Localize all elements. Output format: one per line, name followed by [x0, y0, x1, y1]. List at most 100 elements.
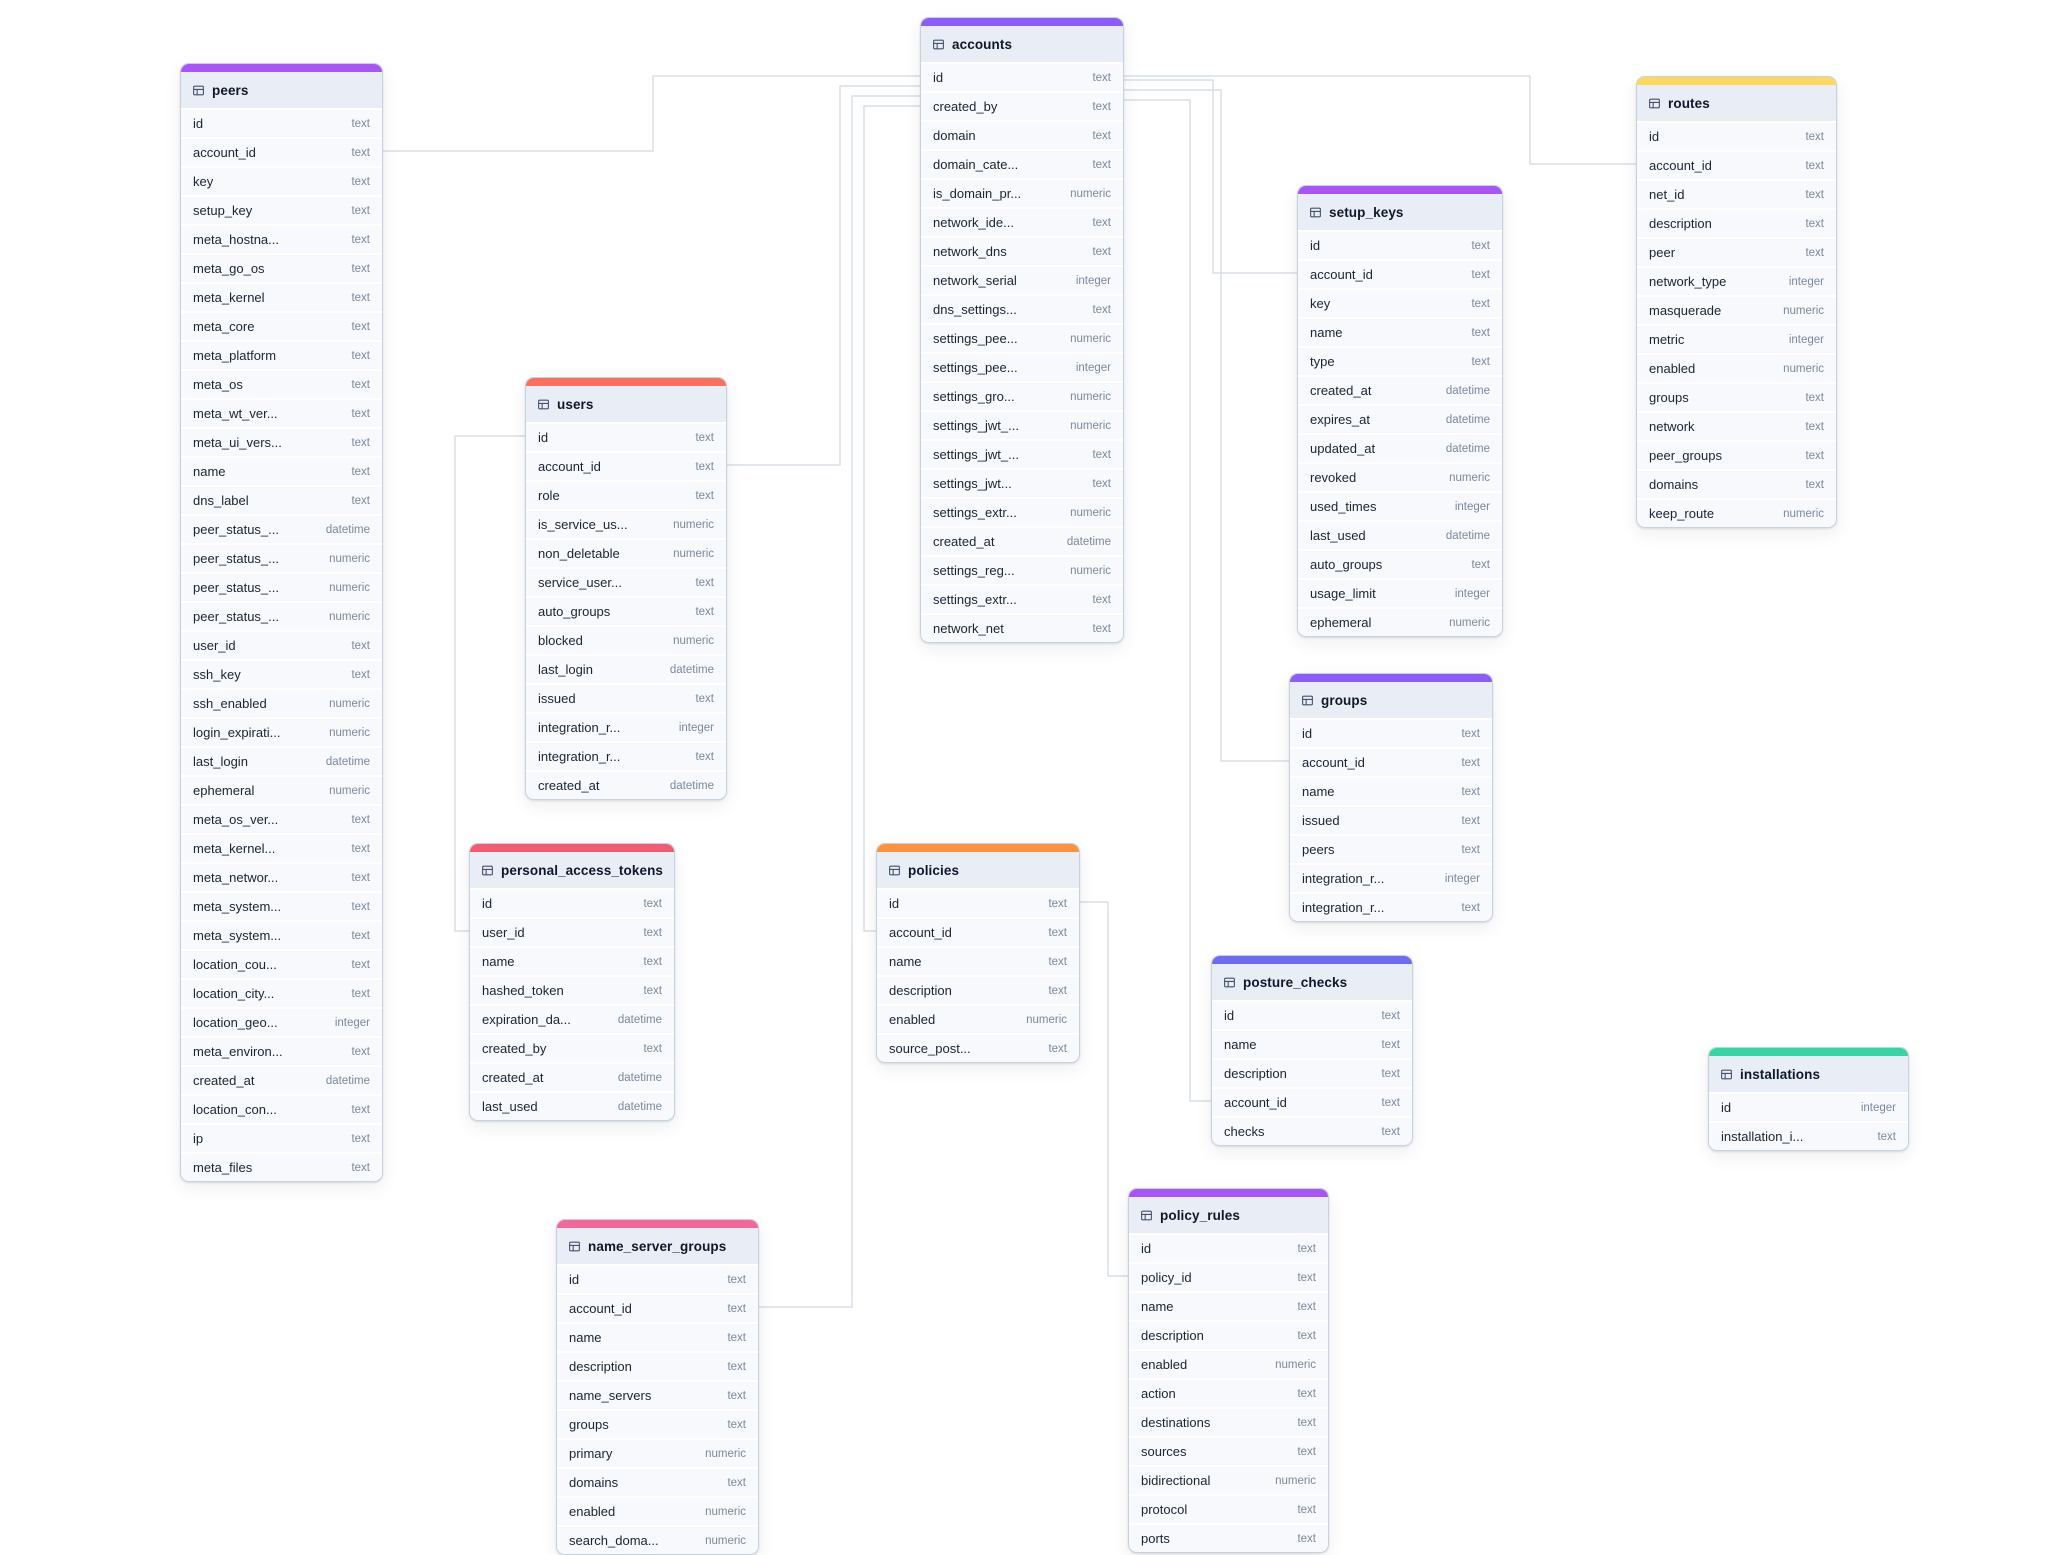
field-type: text [643, 955, 662, 968]
table-header[interactable]: groups [1290, 682, 1492, 718]
field-type: numeric [1449, 616, 1490, 629]
field-name: non_deletable [538, 546, 620, 561]
field-name: revoked [1310, 470, 1357, 485]
field-name: created_by [482, 1041, 547, 1056]
relationship-line-peers.account_id-to-accounts.id [382, 75, 921, 152]
field-type: text [1092, 71, 1111, 84]
field-row: expiration_da...datetime [470, 1004, 674, 1033]
field-type: text [643, 1042, 662, 1055]
field-name: account_id [889, 925, 952, 940]
table-header[interactable]: routes [1637, 85, 1836, 121]
field-type: text [727, 1302, 746, 1315]
field-name: expires_at [1310, 412, 1370, 427]
table-header[interactable]: setup_keys [1298, 194, 1502, 230]
table-header[interactable]: users [526, 386, 726, 422]
field-name: key [193, 174, 214, 189]
field-name: settings_gro... [933, 389, 1015, 404]
field-name: primary [569, 1446, 613, 1461]
field-type: datetime [325, 1074, 370, 1087]
field-row: integration_r...integer [1290, 863, 1492, 892]
table-icon [481, 864, 494, 877]
field-name: enabled [569, 1504, 616, 1519]
field-name: expiration_da... [482, 1012, 571, 1027]
field-type: text [1092, 100, 1111, 113]
table-header[interactable]: policy_rules [1129, 1197, 1328, 1233]
field-row: is_service_us...numeric [526, 509, 726, 538]
field-name: id [1224, 1008, 1235, 1023]
field-name: location_con... [193, 1102, 277, 1117]
field-type: text [351, 204, 370, 217]
field-name: enabled [1141, 1357, 1188, 1372]
field-row: integration_r...text [526, 741, 726, 770]
field-name: auto_groups [1310, 557, 1383, 572]
relationship-line-setup_keys.account_id-to-accounts.id [1123, 79, 1298, 274]
field-name: meta_platform [193, 348, 277, 363]
field-row: domain_cate... text [921, 149, 1123, 178]
field-type: text [1461, 727, 1480, 740]
field-name: created_at [933, 534, 995, 549]
field-type: numeric [1026, 1013, 1067, 1026]
field-row: meta_kernel...text [181, 833, 382, 862]
field-type: text [1461, 843, 1480, 856]
field-type: text [1877, 1130, 1896, 1143]
field-type: text [1805, 478, 1824, 491]
field-type: text [1092, 158, 1111, 171]
field-name: enabled [889, 1012, 936, 1027]
table-header[interactable]: accounts [921, 26, 1123, 62]
field-type: text [351, 813, 370, 826]
table-accent-bar [1709, 1048, 1908, 1056]
table-header[interactable]: installations [1709, 1056, 1908, 1092]
field-name: location_cou... [193, 957, 277, 972]
table-header[interactable]: name_server_groups [557, 1228, 758, 1264]
table-header[interactable]: posture_checks [1212, 964, 1412, 1000]
field-name: id [1141, 1241, 1152, 1256]
field-row: settings_extr...numeric [921, 497, 1123, 526]
field-name: account_id [1649, 158, 1712, 173]
field-type: datetime [617, 1071, 662, 1084]
table-header[interactable]: peers [181, 72, 382, 108]
field-row: location_cou... text [181, 949, 382, 978]
field-name: dns_label [193, 493, 249, 508]
field-type: numeric [705, 1447, 746, 1460]
table-title: users [557, 396, 594, 412]
table-header[interactable]: policies [877, 852, 1079, 888]
field-type: text [727, 1476, 746, 1489]
field-name: domain_cate... [933, 157, 1019, 172]
table-header[interactable]: personal_access_tokens [470, 852, 674, 888]
field-name: used_times [1310, 499, 1377, 514]
field-row: source_post...text [877, 1033, 1079, 1062]
field-type: text [1805, 159, 1824, 172]
field-type: text [1805, 130, 1824, 143]
field-type: text [351, 175, 370, 188]
relationship-line-policies.account_id-to-accounts.id [863, 105, 921, 932]
field-type: text [351, 958, 370, 971]
field-type: text [695, 460, 714, 473]
table-title: personal_access_tokens [501, 862, 664, 878]
